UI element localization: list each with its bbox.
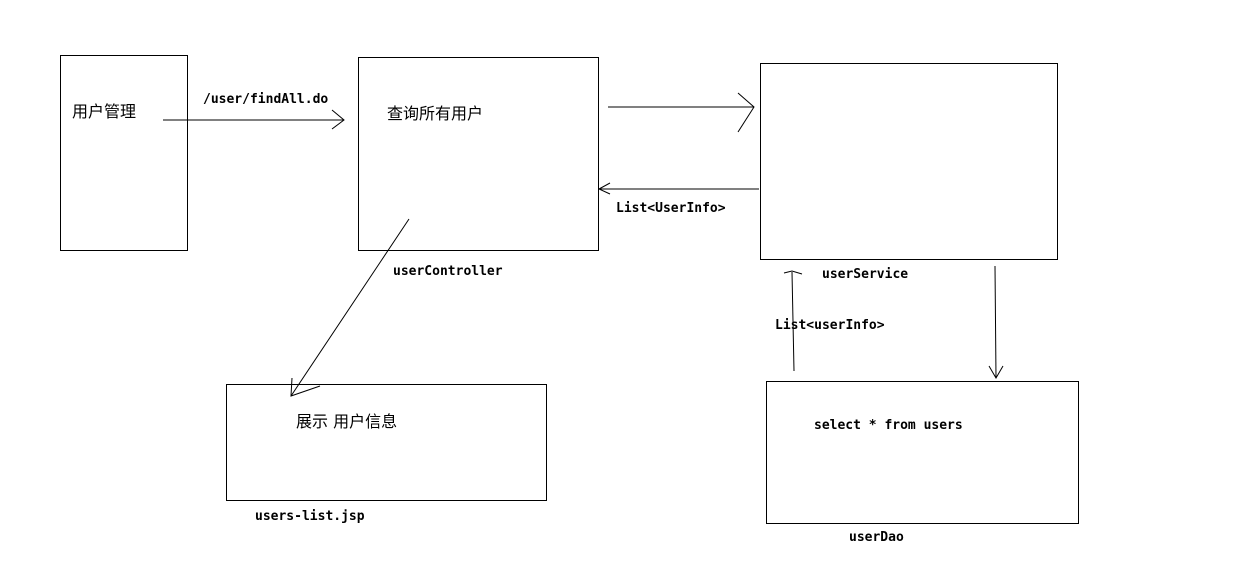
user-controller-box [358, 57, 599, 251]
user-service-box [760, 63, 1058, 260]
service-to-controller-return-arrow [597, 182, 759, 195]
controller-to-view-arrow [290, 218, 410, 397]
users-list-text: 展示 用户信息 [296, 412, 398, 431]
user-dao-box [766, 381, 1079, 524]
user-service-caption: userService [822, 267, 909, 282]
dao-return-label: List<userInfo> [775, 318, 885, 333]
users-list-box [226, 384, 547, 501]
user-controller-caption: userController [393, 264, 503, 279]
user-controller-text: 查询所有用户 [387, 104, 484, 123]
user-management-label: 用户管理 [72, 102, 137, 121]
service-return-label: List<UserInfo> [616, 201, 726, 216]
dao-to-service-return-arrow [783, 270, 803, 372]
user-dao-caption: userDao [849, 530, 904, 545]
user-management-box [60, 55, 188, 251]
service-to-dao-arrow [988, 265, 1004, 379]
request-arrow [163, 109, 345, 130]
user-dao-query: select * from users [814, 418, 963, 433]
users-list-caption: users-list.jsp [255, 509, 365, 524]
controller-to-service-arrow [608, 92, 755, 133]
request-url-label: /user/findAll.do [203, 92, 329, 107]
